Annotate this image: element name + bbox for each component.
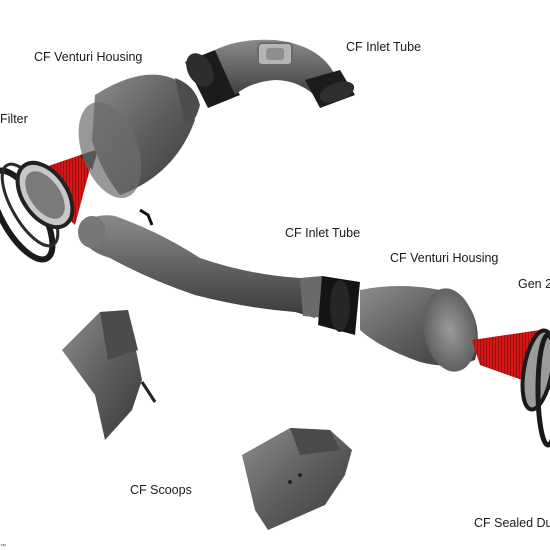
trademark-mark: ™ bbox=[0, 544, 6, 550]
inlet-tube-long bbox=[78, 208, 326, 318]
inlet-tube-top bbox=[215, 39, 355, 108]
scoop-left bbox=[62, 310, 157, 440]
label-scoops: CF Scoops bbox=[130, 483, 192, 497]
coupler-top bbox=[185, 50, 240, 108]
coupler-middle bbox=[318, 276, 360, 335]
air-filter-gen2 bbox=[472, 328, 550, 448]
scoop-bottom bbox=[242, 428, 352, 530]
label-gen2: Gen 2 bbox=[518, 277, 550, 291]
label-venturi-housing-middle: CF Venturi Housing bbox=[390, 251, 499, 265]
label-inlet-tube-top: CF Inlet Tube bbox=[346, 40, 422, 54]
air-filter-top bbox=[15, 150, 98, 230]
label-inlet-tube-middle: CF Inlet Tube bbox=[285, 226, 361, 240]
label-venturi-housing-top: CF Venturi Housing bbox=[34, 50, 143, 64]
venturi-housing-top bbox=[78, 74, 200, 198]
label-filter: Filter bbox=[0, 112, 28, 126]
label-sealed-duct: CF Sealed Du bbox=[474, 516, 550, 530]
venturi-housing-middle bbox=[360, 286, 478, 372]
